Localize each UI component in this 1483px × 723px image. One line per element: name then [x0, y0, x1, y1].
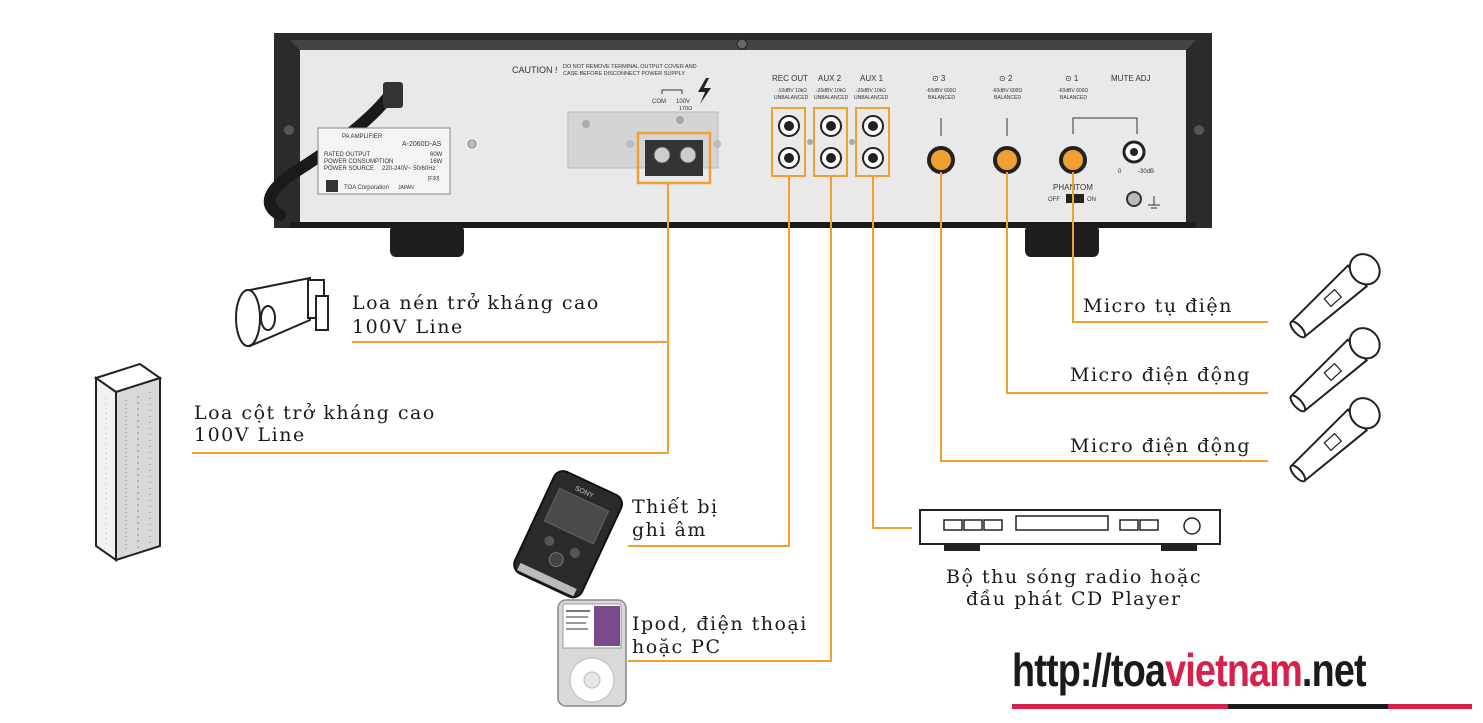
url-underline-red: [1012, 704, 1228, 709]
recorder-icon: SONY: [513, 470, 623, 599]
ipod-label-line1: Ipod, điện thoại: [632, 613, 808, 635]
foot-left: [390, 225, 464, 257]
screw-top: [736, 38, 748, 50]
ipod-icon: [557, 599, 627, 707]
tuner-icon: [919, 509, 1221, 551]
lightning-icon: [698, 78, 711, 104]
svg-text:A-2060D-AS: A-2060D-AS: [402, 141, 442, 148]
microphone-condenser-icon: [1289, 253, 1381, 339]
svg-text:CAUTION !: CAUTION !: [512, 65, 558, 75]
column-speaker-icon: [93, 362, 163, 562]
mic-input-3: [927, 146, 955, 174]
mic-input-1: [1059, 146, 1087, 174]
svg-text:-20dBV 10kΩ: -20dBV 10kΩ: [856, 88, 886, 94]
svg-text:MUTE ADJ: MUTE ADJ: [1111, 74, 1151, 83]
svg-text:COM: COM: [652, 99, 666, 105]
wire-mic-1: [1072, 172, 1268, 323]
mic-input-2: [993, 146, 1021, 174]
microphone-dynamic-3-icon: [1289, 397, 1381, 483]
svg-text:⊙ 2: ⊙ 2: [999, 74, 1013, 83]
rating-plate: PA AMPLIFIER A-2060D-AS RATED OUTPUT 60W…: [317, 127, 451, 195]
svg-text:RATED OUTPUT: RATED OUTPUT: [324, 152, 371, 158]
column-speaker-label-line2: 100V Line: [194, 424, 306, 446]
website-part-1: http://toa: [1012, 644, 1166, 696]
svg-text:POWER SOURCE: POWER SOURCE: [324, 166, 374, 172]
tuner-label-line2: đầu phát CD Player: [966, 588, 1182, 610]
svg-text:CASE BEFORE DISCONNECT POWER S: CASE BEFORE DISCONNECT POWER SUPPLY: [563, 71, 685, 77]
wire-recorder: [628, 176, 790, 547]
svg-text:ON: ON: [1087, 197, 1096, 203]
svg-text:220-240V~ 50/60Hz: 220-240V~ 50/60Hz: [382, 166, 436, 172]
wire-ipod: [628, 176, 832, 662]
svg-text:BALANCED: BALANCED: [928, 95, 955, 101]
svg-text:[F30]: [F30]: [428, 176, 440, 182]
tuner-label-line1: Bộ thu sóng radio hoặc: [946, 566, 1202, 588]
url-underline-red-2: [1388, 704, 1472, 709]
rca-ports: REC OUT -10dBV 10kΩ UNBALANCED AUX 2 -20…: [771, 74, 890, 177]
ground-screw: [1126, 191, 1142, 207]
mic-dynamic-label-2: Micro điện động: [1070, 435, 1251, 457]
recorder-label-line1: Thiết bị: [632, 496, 719, 518]
svg-text:BALANCED: BALANCED: [994, 95, 1021, 101]
svg-text:-10dBV 10kΩ: -10dBV 10kΩ: [777, 88, 807, 94]
svg-text:-20dBV 10kΩ: -20dBV 10kΩ: [816, 88, 846, 94]
url-underline-black: [1228, 704, 1388, 709]
svg-text:DO NOT REMOVE TERMINAL OUTPUT: DO NOT REMOVE TERMINAL OUTPUT COVER AND: [563, 64, 697, 70]
svg-text:UNBALANCED: UNBALANCED: [774, 95, 809, 101]
svg-text:-30dB: -30dB: [1138, 169, 1154, 175]
connection-wires: [192, 172, 1268, 662]
screw-right: [1194, 125, 1204, 135]
svg-text:100V: 100V: [676, 99, 690, 105]
microphone-dynamic-2-icon: [1289, 327, 1381, 413]
foot-right: [1025, 225, 1099, 257]
column-speaker-label-line1: Loa cột trở kháng cao: [194, 402, 436, 424]
speaker-output-terminal: [636, 131, 712, 185]
svg-text:BALANCED: BALANCED: [1060, 95, 1087, 101]
wire-column-speaker: [192, 342, 669, 454]
website-part-3: .net: [1301, 644, 1367, 696]
svg-text:0: 0: [1118, 169, 1122, 175]
svg-text:170Ω: 170Ω: [679, 106, 692, 112]
svg-text:POWER CONSUMPTION: POWER CONSUMPTION: [324, 159, 393, 165]
amplifier-rear-panel: PA AMPLIFIER A-2060D-AS RATED OUTPUT 60W…: [263, 33, 1212, 257]
wire-mic-2: [1006, 172, 1268, 394]
svg-text:60W: 60W: [430, 152, 443, 158]
svg-text:16W: 16W: [430, 159, 443, 165]
svg-text:AUX 2: AUX 2: [818, 74, 842, 83]
ground-icon: [1148, 196, 1160, 209]
mic-condenser-label: Micro tụ điện: [1083, 295, 1233, 317]
horn-speaker-label-line1: Loa nén trở kháng cao: [352, 292, 600, 314]
mic-dynamic-label-1: Micro điện động: [1070, 364, 1251, 386]
horn-speaker-icon: [235, 276, 329, 348]
svg-text:⊙ 1: ⊙ 1: [1065, 74, 1079, 83]
power-cable: [263, 86, 398, 221]
horn-speaker-label-line2: 100V Line: [352, 316, 464, 338]
svg-text:⊙ 3: ⊙ 3: [932, 74, 946, 83]
svg-text:JAPAN: JAPAN: [398, 185, 414, 191]
phantom-switch: [1066, 194, 1084, 203]
screw-left: [284, 125, 294, 135]
svg-text:AUX 1: AUX 1: [860, 74, 884, 83]
svg-text:TOA Corporation: TOA Corporation: [344, 185, 389, 191]
svg-text:OFF: OFF: [1048, 197, 1060, 203]
website-url: http://toavietnam.net: [1012, 640, 1367, 700]
ipod-label-line2: hoặc PC: [632, 636, 722, 658]
wire-mic-3: [940, 172, 1268, 462]
svg-text:-60dBV 600Ω: -60dBV 600Ω: [926, 88, 956, 94]
svg-text:-60dBV 600Ω: -60dBV 600Ω: [1058, 88, 1088, 94]
wire-tuner: [872, 176, 912, 529]
svg-text:PA AMPLIFIER: PA AMPLIFIER: [342, 134, 383, 140]
website-part-2: vietnam: [1165, 644, 1303, 696]
svg-text:UNBALANCED: UNBALANCED: [854, 95, 889, 101]
recorder-label-line2: ghi âm: [632, 519, 707, 541]
svg-text:UNBALANCED: UNBALANCED: [814, 95, 849, 101]
svg-text:REC OUT: REC OUT: [772, 74, 808, 83]
svg-text:-60dBV 600Ω: -60dBV 600Ω: [992, 88, 1022, 94]
